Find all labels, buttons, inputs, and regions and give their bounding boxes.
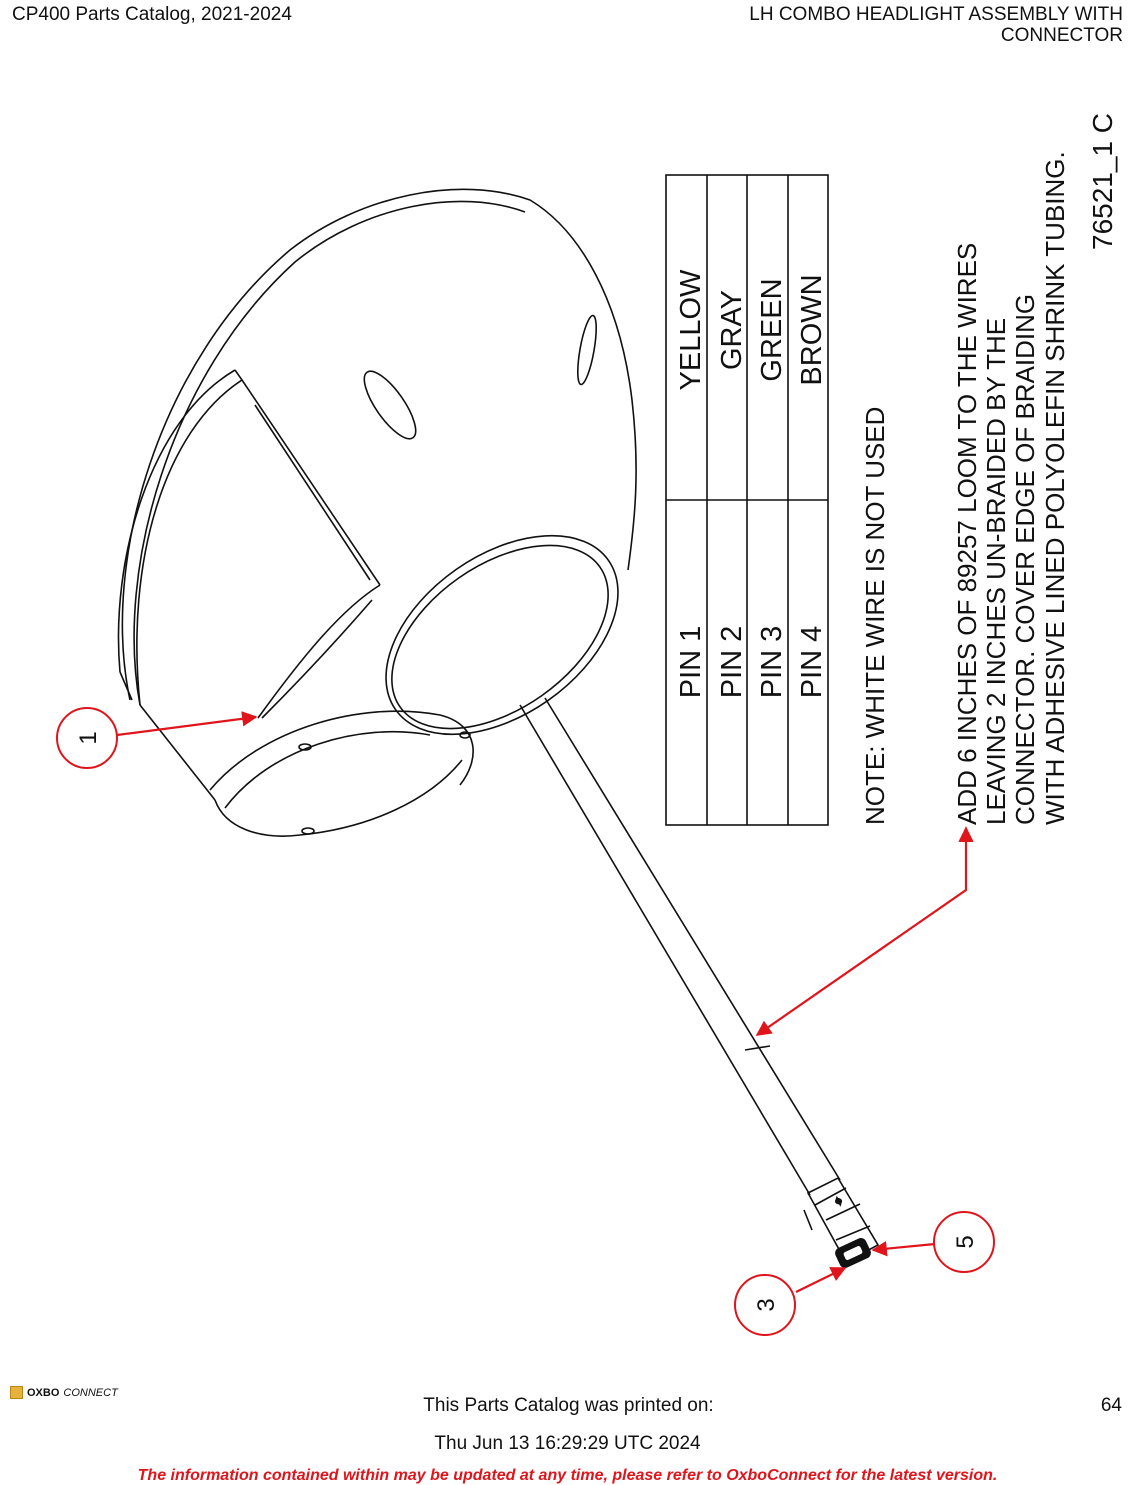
callout-3-leader (795, 1267, 847, 1293)
pin-4-label: PIN 4 (796, 626, 828, 699)
pin-4-color: BROWN (796, 274, 828, 385)
pin-3-label: PIN 3 (756, 626, 788, 699)
printed-on-label: This Parts Catalog was printed on: (423, 1395, 714, 1416)
printed-date: Thu Jun 13 16:29:29 UTC 2024 (434, 1433, 701, 1454)
pin-table-text: PIN 1 PIN 2 PIN 3 PIN 4 YELLOW GRAY GREE… (675, 269, 828, 698)
instruction-line-3: CONNECTOR. COVER EDGE OF BRAIDING (1010, 294, 1040, 825)
pin-1-label: PIN 1 (675, 626, 707, 699)
callout-1-bubble: 1 (56, 707, 118, 769)
drawing-number: 76521_1 C (1087, 113, 1118, 250)
wire-loom (519, 697, 841, 1196)
loom-instructions: ADD 6 INCHES OF 89257 LOOM TO THE WIRES … (952, 151, 1070, 825)
pin-3-color: GREEN (756, 278, 788, 381)
callout-5-leader (871, 1241, 936, 1257)
callout-3-label: 3 (753, 1298, 780, 1311)
white-wire-note: NOTE: WHITE WIRE IS NOT USED (860, 407, 890, 825)
instruction-line-2: LEAVING 2 INCHES UN-BRAIDED BY THE (981, 318, 1011, 825)
instruction-line-1: ADD 6 INCHES OF 89257 LOOM TO THE WIRES (952, 243, 982, 825)
callout-5-bubble: 5 (933, 1211, 995, 1273)
headlight-housing (117, 188, 637, 837)
pin-2-color: GRAY (716, 290, 748, 370)
pin-2-label: PIN 2 (716, 626, 748, 699)
logo-text-bold: OXBO (27, 1386, 60, 1399)
callout-leaders (116, 711, 974, 1293)
wire-connector: ø (803, 1176, 880, 1268)
callout-1-label: 1 (75, 731, 102, 744)
instruction-line-4: WITH ADHESIVE LINED POLYOLEFIN SHRINK TU… (1040, 151, 1070, 825)
update-disclaimer: The information contained within may be … (137, 1467, 998, 1484)
catalog-title: CP400 Parts Catalog, 2021-2024 (12, 4, 292, 25)
callout-3-bubble: 3 (734, 1274, 796, 1336)
callout-1-leader (116, 711, 258, 737)
assembly-title-line-2: CONNECTOR (1000, 25, 1123, 46)
oxbo-logo-icon (10, 1386, 23, 1399)
page-number: 64 (1100, 1395, 1122, 1416)
callout-5-label: 5 (952, 1235, 979, 1248)
instruction-leader (755, 828, 968, 1036)
logo-text-light: CONNECT (63, 1386, 118, 1399)
svg-text:ø: ø (832, 1197, 844, 1207)
assembly-title-line-1: LH COMBO HEADLIGHT ASSEMBLY WITH (749, 4, 1123, 25)
assembly-title: LH COMBO HEADLIGHT ASSEMBLY WITH CONNECT… (749, 4, 1123, 46)
pin-table (665, 174, 829, 826)
pin-1-color: YELLOW (675, 269, 707, 390)
